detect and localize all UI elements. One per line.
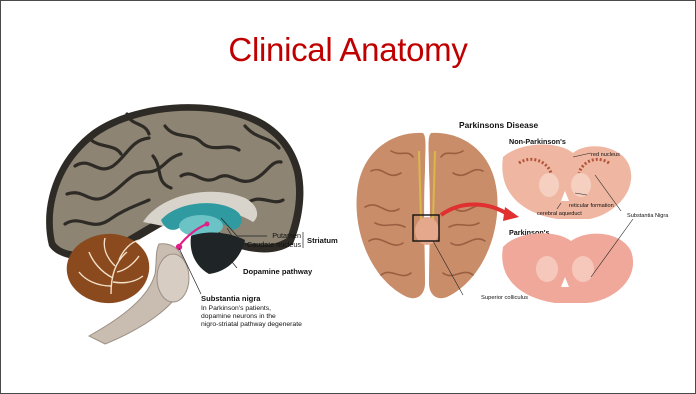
dopamine-pathway-label: Dopamine pathway — [243, 267, 313, 276]
sagittal-brain-figure: Putamen Caudate nucleus Striatum Dopamin… — [31, 96, 351, 351]
substantia-nigra-note-line: In Parkinson's patients, — [201, 305, 271, 312]
caudate-nucleus-label: Caudate nucleus — [247, 240, 301, 249]
substantia-nigra-note-line: nigro-striatal pathway degenerate — [201, 321, 302, 328]
cerebral-aqueduct-label: cerebral aqueduct — [537, 211, 582, 217]
superior-colliculus-label: Superior colliculus — [481, 295, 528, 301]
red-nucleus-label: red nucleus — [591, 152, 620, 158]
red-arrow-head-icon — [503, 207, 519, 221]
ventral-brain — [356, 133, 497, 298]
parkinson-midbrain-section — [502, 233, 633, 303]
reticular-formation-label: reticular formation — [569, 203, 614, 209]
striatum-dot — [205, 222, 210, 227]
pons-shape — [157, 254, 189, 302]
sagittal-brain-svg: Putamen Caudate nucleus Striatum Dopamin… — [31, 96, 351, 351]
parkinsons-figure-svg: Parkinsons Disease Non-Parkinson's Parki… — [351, 111, 687, 306]
putamen-label: Putamen — [272, 231, 301, 240]
slide-title: Clinical Anatomy — [1, 31, 695, 69]
substantia-nigra-right-label: Substantia Nigra — [627, 213, 669, 219]
cerebellum-shape — [67, 234, 150, 303]
parkinsons-disease-figure: Parkinsons Disease Non-Parkinson's Parki… — [351, 111, 687, 306]
substantia-nigra-note-line: dopamine neurons in the — [201, 313, 276, 320]
striatum-label: Striatum — [307, 236, 338, 245]
substantia-nigra-title: Substantia nigra — [201, 294, 261, 303]
parkinsons-disease-title: Parkinsons Disease — [459, 120, 538, 130]
